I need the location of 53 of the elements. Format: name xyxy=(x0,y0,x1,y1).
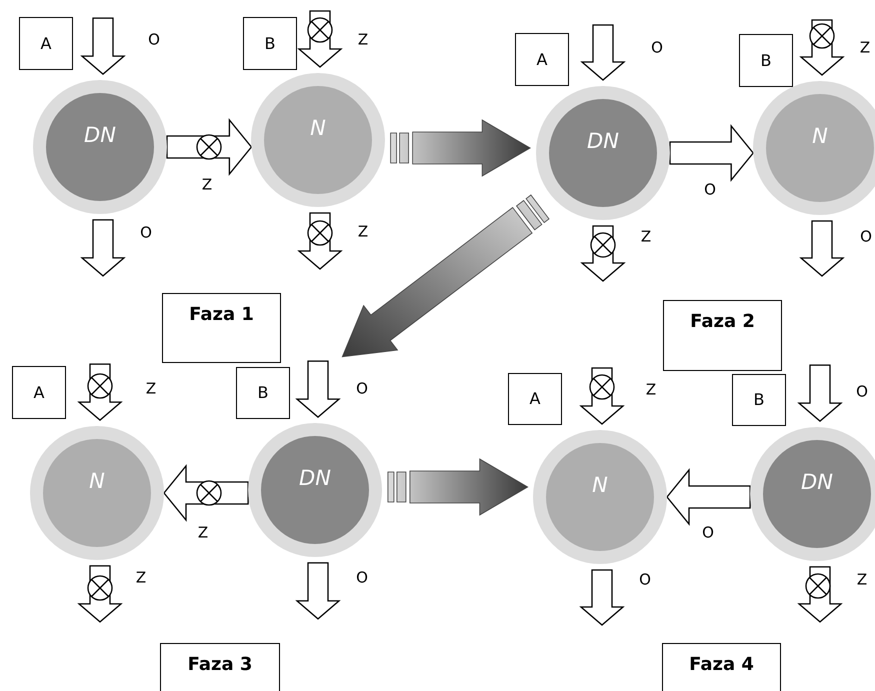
edge-label: Z xyxy=(358,224,368,240)
phase-box: Faza 2 xyxy=(663,300,782,371)
block-arrow xyxy=(295,562,341,620)
node-label: N xyxy=(592,474,608,496)
edge-label: Z xyxy=(136,570,146,586)
edge-label: O xyxy=(148,32,160,48)
node-label: DN xyxy=(587,130,619,152)
block-arrow xyxy=(295,360,341,418)
edge-label: Z xyxy=(146,382,156,396)
letter-box: A xyxy=(515,33,569,86)
node-label: DN xyxy=(801,472,833,492)
edge-label: O xyxy=(356,570,368,586)
node-label: N xyxy=(310,118,326,138)
block-arrow xyxy=(580,24,626,81)
gradient-arrow xyxy=(388,458,528,516)
node-label: DN xyxy=(299,468,331,488)
gradient-arrow xyxy=(342,194,550,358)
letter-box: B xyxy=(739,34,793,87)
phase-box: Faza 4 xyxy=(662,643,781,691)
node-label: N xyxy=(89,470,105,492)
gradient-arrow xyxy=(390,119,531,177)
block-arrow xyxy=(80,219,126,277)
letter-box: B xyxy=(243,17,297,70)
edge-label: O xyxy=(639,572,651,588)
edge-label: Z xyxy=(856,572,868,588)
edge-label: O xyxy=(856,384,868,400)
edge-label: O xyxy=(704,182,716,198)
edge-label: O xyxy=(860,230,872,244)
edge-label: Z xyxy=(640,230,652,244)
letter-box: A xyxy=(19,17,73,70)
letter-box: A xyxy=(12,366,66,419)
block-arrow xyxy=(579,569,625,626)
block-arrow xyxy=(666,468,751,526)
node-label: DN xyxy=(84,124,116,146)
edge-label: Z xyxy=(358,32,368,48)
edge-label: Z xyxy=(202,178,212,192)
edge-label: O xyxy=(140,226,152,240)
edge-label: Z xyxy=(860,40,870,56)
edge-label: Z xyxy=(198,526,208,540)
phase-box: Faza 3 xyxy=(160,643,280,691)
block-arrow xyxy=(799,220,845,277)
block-arrow xyxy=(669,124,754,182)
edge-label: Z xyxy=(646,382,656,398)
edge-label: O xyxy=(356,382,368,396)
node-label: N xyxy=(812,126,828,146)
edge-label: O xyxy=(651,40,663,56)
phase-box: Faza 1 xyxy=(162,293,281,363)
block-arrow xyxy=(80,17,126,75)
letter-box: B xyxy=(732,374,786,426)
block-arrow xyxy=(797,364,843,422)
letter-box: B xyxy=(236,367,290,419)
letter-box: A xyxy=(508,373,562,425)
edge-label: O xyxy=(702,526,714,540)
